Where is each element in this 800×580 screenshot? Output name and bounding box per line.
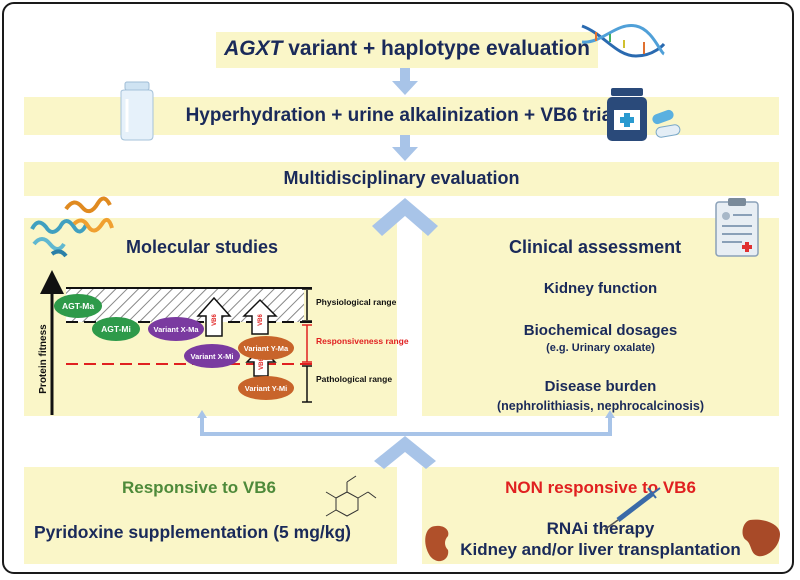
clipboard-icon — [715, 198, 759, 257]
responsiveness-range-label: Responsiveness range — [316, 336, 409, 346]
flow-arrow-1 — [392, 68, 418, 95]
vb6-arrow-y-lower-label: VB6 — [259, 358, 265, 370]
vb6-arrow-y-upper: VB6 — [242, 298, 278, 335]
agxt-gene-name: AGXT — [224, 37, 283, 60]
variant-x-mi-node — [184, 344, 240, 368]
diagram-graphics: Protein fitness Physiological range Resp… — [30, 24, 780, 562]
biochemical-dosages-label: Biochemical dosages — [523, 322, 678, 339]
non-responsive-title: NON responsive to VB6 — [505, 478, 696, 497]
multidisciplinary-box — [24, 162, 779, 196]
medicine-bottle-icon — [607, 88, 681, 141]
kidney-icon — [425, 525, 449, 562]
diagram-frame: AGXT variant + haplotype evaluation Hype… — [2, 2, 794, 574]
variant-y-mi-label: Variant Y-Mi — [245, 384, 287, 393]
transplantation-label: Kidney and/or liver transplantation — [460, 540, 741, 559]
agt-ma-label: AGT-Ma — [62, 301, 94, 311]
agxt-evaluation-label: AGXT variant + haplotype evaluation — [216, 37, 598, 61]
pyridoxine-molecule-icon — [325, 475, 377, 517]
y-axis-label: Protein fitness — [38, 324, 49, 394]
agxt-title-rest: variant + haplotype evaluation — [282, 37, 590, 60]
rnai-therapy-label: RNAi therapy — [546, 519, 655, 538]
dna-icon — [581, 24, 666, 58]
molecular-studies-title: Molecular studies — [126, 237, 279, 257]
protein-fitness-diagram: Protein fitness Physiological range Resp… — [38, 270, 409, 415]
disease-burden-label: Disease burden — [544, 378, 657, 395]
variant-x-ma-node — [148, 317, 204, 341]
syringe-icon — [603, 487, 661, 531]
variant-y-mi-node — [238, 376, 294, 400]
non-responsive-panel — [422, 467, 779, 564]
trial-label: Hyperhydration + urine alkalinization + … — [185, 105, 618, 126]
agxt-evaluation-box — [216, 32, 598, 68]
responsive-panel — [24, 467, 397, 564]
variant-x-ma-label: Variant X-Ma — [153, 325, 199, 334]
flow-arrow-2 — [392, 135, 418, 161]
vb6-arrow-x-label: VB6 — [212, 314, 218, 326]
pyridoxine-label: Pyridoxine supplementation (5 mg/kg) — [34, 522, 351, 542]
kidney-function-label: Kidney function — [543, 280, 658, 297]
protein-structure-icon — [30, 196, 114, 258]
water-bottle-icon — [120, 81, 154, 141]
biochemical-dosages-sub: (e.g. Urinary oxalate) — [546, 342, 655, 354]
split-chevron — [372, 198, 438, 236]
vb6-arrow-x: VB6 — [196, 296, 232, 337]
multidisciplinary-label: Multidisciplinary evaluation — [283, 168, 520, 188]
variant-y-ma-label: Variant Y-Ma — [244, 344, 289, 353]
variant-y-ma-node — [238, 336, 294, 360]
agt-mi-label: AGT-Mi — [101, 324, 131, 334]
merge-connector — [197, 410, 615, 469]
vb6-arrow-y-upper-label: VB6 — [258, 314, 264, 326]
liver-icon — [742, 519, 780, 557]
responsive-title: Responsive to VB6 — [122, 478, 276, 497]
agt-ma-node — [54, 294, 102, 318]
physiological-range-label: Physiological range — [316, 297, 397, 307]
pathological-range-label: Pathological range — [316, 374, 392, 384]
agt-mi-node — [92, 317, 140, 341]
disease-burden-sub: (nephrolithiasis, nephrocalcinosis) — [497, 399, 704, 413]
variant-x-mi-label: Variant X-Mi — [191, 352, 234, 361]
clinical-assessment-title: Clinical assessment — [509, 237, 682, 257]
